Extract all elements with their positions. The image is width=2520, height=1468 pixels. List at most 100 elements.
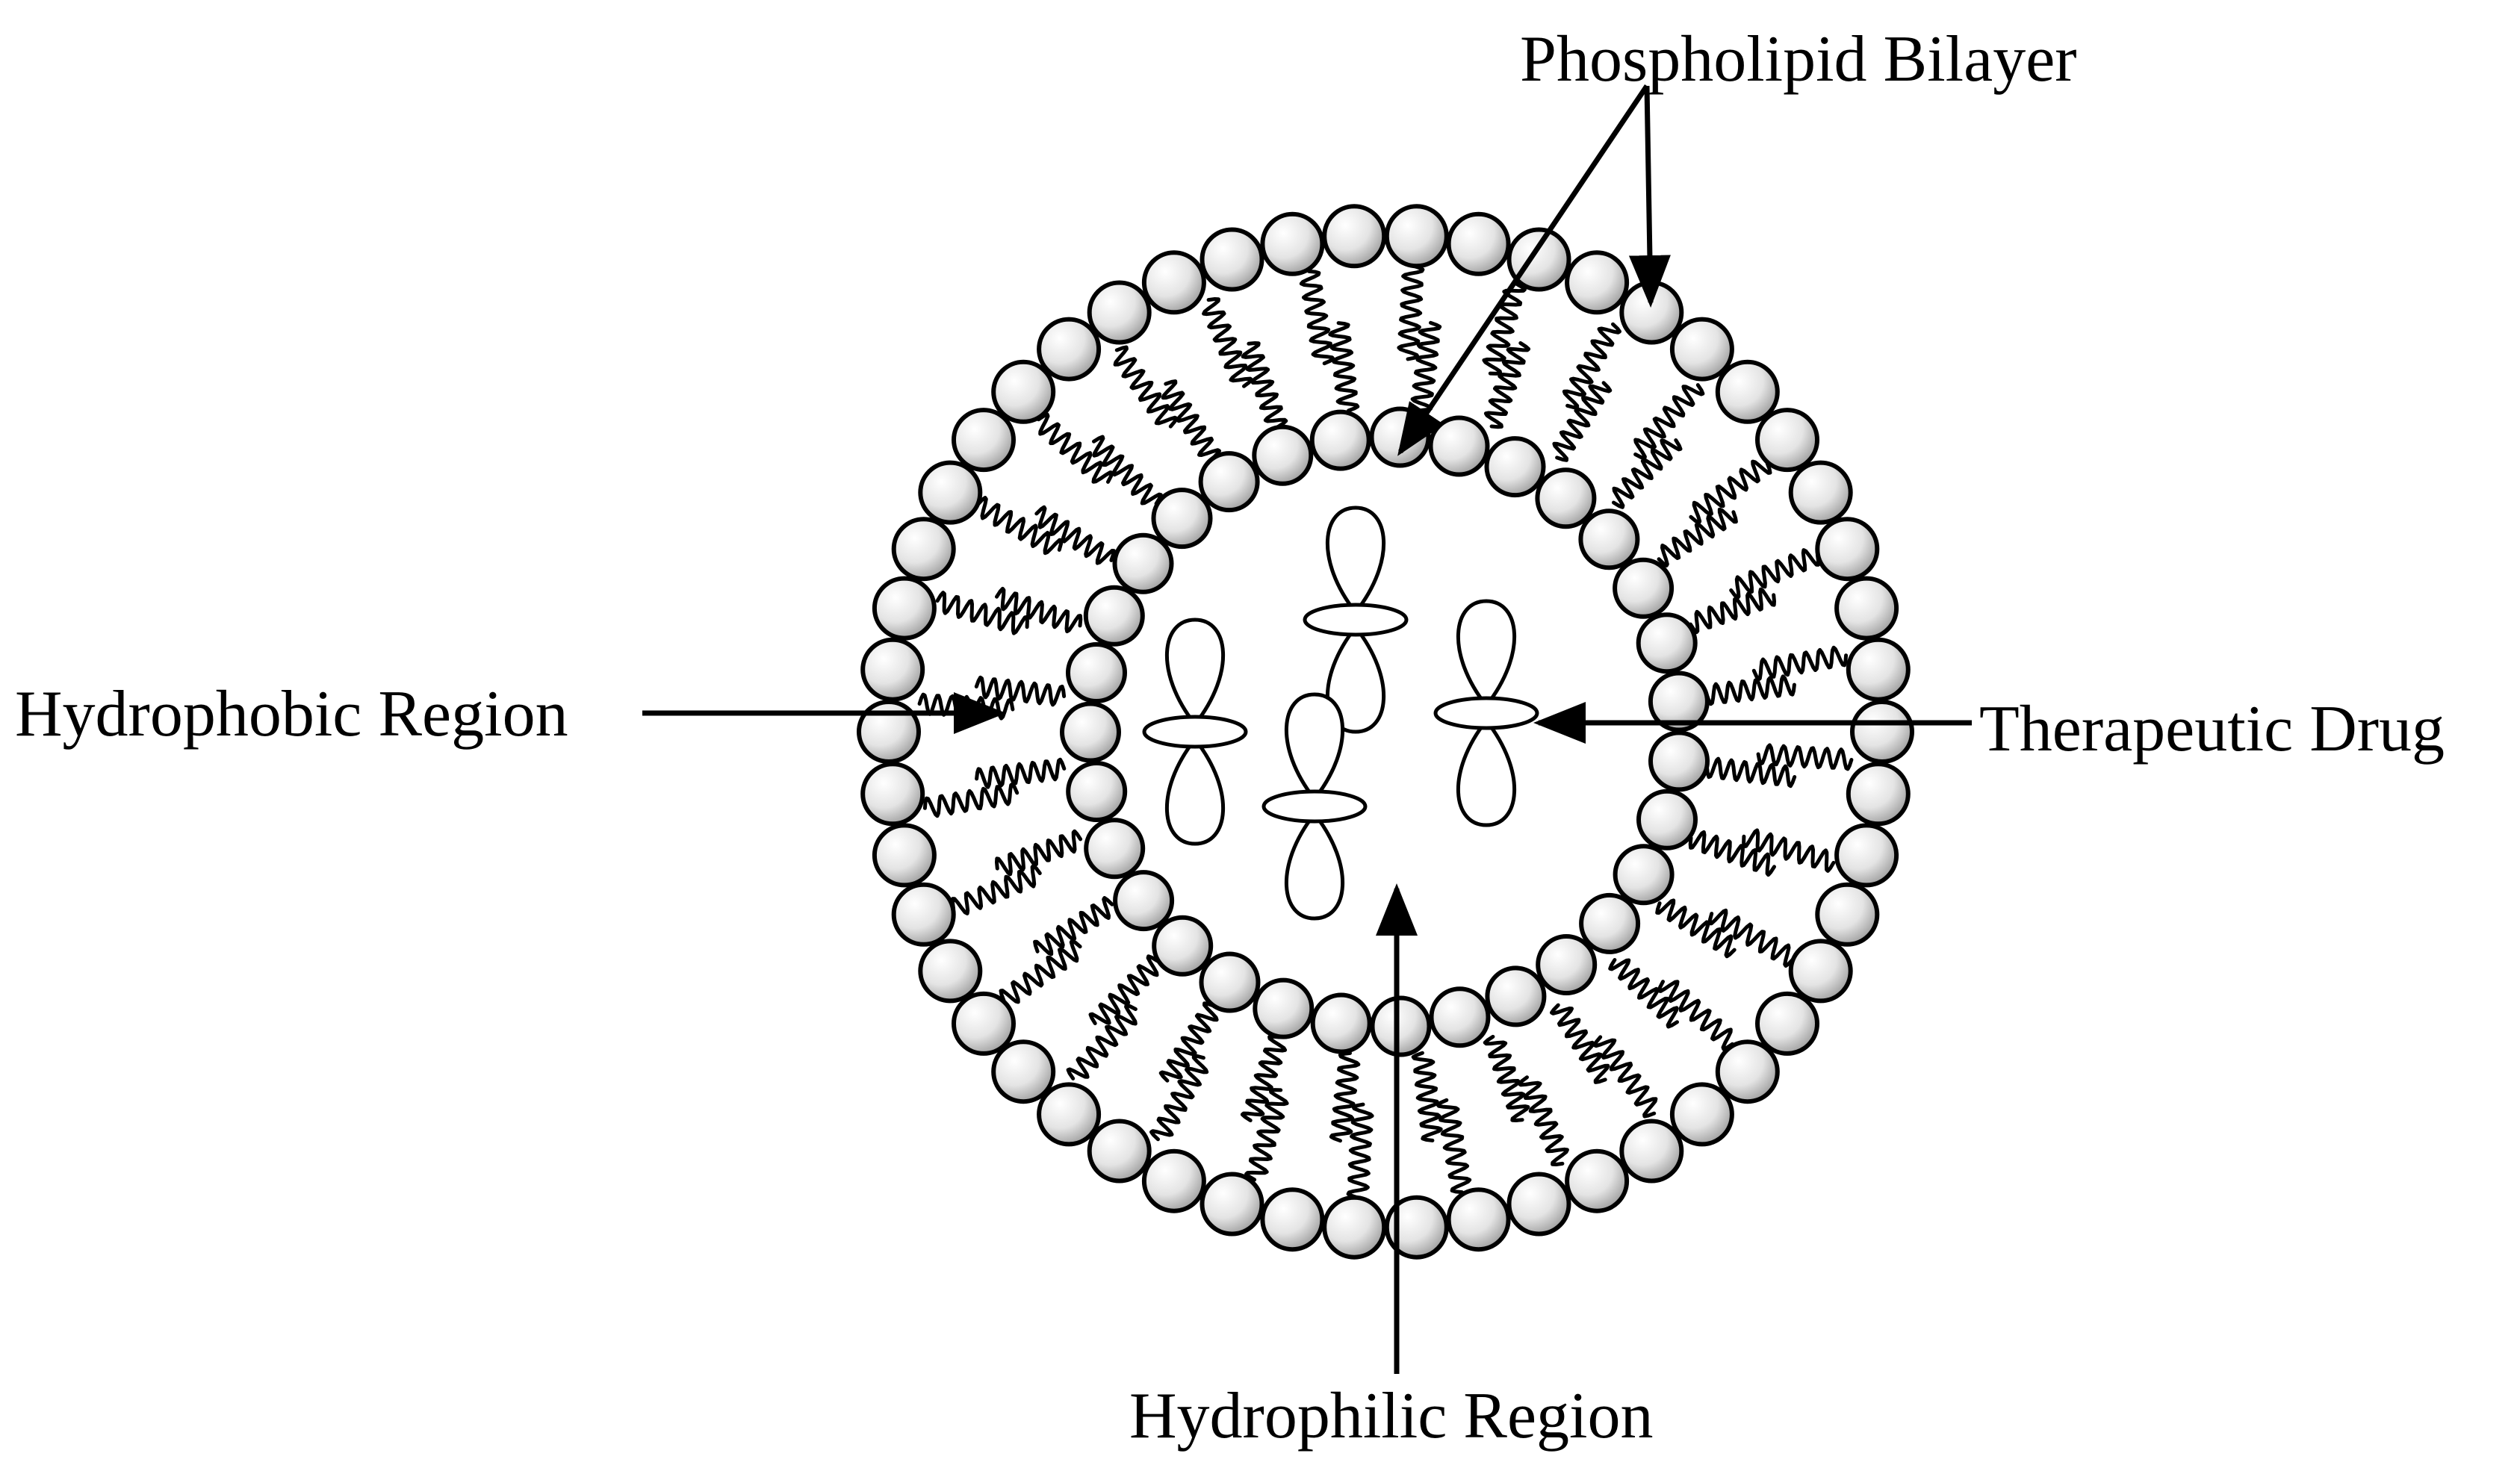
inner-tail <box>1704 674 1796 706</box>
outer-head <box>1037 317 1102 382</box>
outer-head <box>1755 408 1819 473</box>
outer-head <box>1037 1082 1102 1147</box>
inner-head <box>1484 436 1546 498</box>
inner-tail <box>1655 898 1737 959</box>
outer-leaflet-heads <box>857 204 1914 1260</box>
inner-head <box>1579 892 1641 954</box>
label-therapeutic-drug: Therapeutic Drug <box>1979 693 2445 765</box>
inner-tail <box>1612 438 1683 509</box>
outer-head <box>860 762 925 827</box>
hydrophobic-tails <box>917 264 1854 1200</box>
outer-tail <box>1756 743 1854 771</box>
outer-head <box>1200 227 1264 292</box>
outer-tail <box>1202 297 1254 388</box>
outer-tail <box>951 863 1042 915</box>
outer-tail <box>1113 345 1179 429</box>
drug-molecule <box>1303 506 1409 734</box>
inner-head <box>1152 915 1214 977</box>
inner-head <box>1060 701 1121 763</box>
outer-tail <box>1729 548 1820 600</box>
outer-head <box>1619 1119 1684 1184</box>
inner-head <box>1535 467 1597 529</box>
outer-head <box>1755 991 1819 1056</box>
inner-tail <box>1034 505 1116 565</box>
outer-head <box>872 823 937 888</box>
outer-head <box>1669 1082 1734 1147</box>
drug-molecule <box>1433 599 1539 827</box>
inner-head <box>1309 409 1371 471</box>
label-hydrophilic-region: Hydrophilic Region <box>1129 1380 1653 1452</box>
inner-head <box>1429 986 1491 1048</box>
inner-tail <box>1688 587 1776 635</box>
outer-head <box>1850 700 1914 764</box>
outer-tail <box>999 939 1082 1004</box>
inner-head <box>1252 424 1314 486</box>
inner-head <box>1636 789 1698 850</box>
outer-head <box>1087 1119 1152 1184</box>
outer-tail <box>1346 1102 1374 1200</box>
outer-head <box>1260 211 1325 276</box>
outer-tail <box>975 496 1064 556</box>
drug-molecule <box>1142 618 1248 846</box>
outer-tail <box>1482 282 1527 376</box>
outer-head <box>1200 1172 1264 1237</box>
outer-head <box>1260 1187 1325 1252</box>
outer-head <box>1141 1148 1206 1213</box>
inner-head <box>1310 992 1372 1054</box>
outer-head <box>1322 204 1387 269</box>
outer-tail <box>1657 980 1734 1051</box>
leader-lines <box>642 84 1972 1374</box>
inner-tail <box>1328 321 1360 413</box>
inner-leaflet-heads <box>1060 406 1710 1057</box>
outer-head <box>891 882 956 947</box>
outer-head <box>952 991 1016 1056</box>
inner-tail <box>1411 1051 1443 1142</box>
phospholipid-arrow-outer <box>1628 85 1671 308</box>
outer-head <box>1834 576 1899 641</box>
outer-head <box>1669 317 1734 382</box>
inner-head <box>1253 977 1315 1039</box>
outer-tail <box>1436 1098 1472 1195</box>
inner-tail <box>1552 381 1613 462</box>
outer-head <box>1715 359 1780 424</box>
label-hydrophobic-region: Hydrophobic Region <box>15 678 568 750</box>
outer-head <box>1322 1195 1387 1260</box>
inner-head <box>1370 995 1432 1057</box>
inner-tail <box>995 586 1083 634</box>
inner-head <box>1113 870 1175 932</box>
inner-tail <box>1158 1001 1219 1083</box>
outer-head <box>1141 250 1206 315</box>
outer-tail <box>1037 412 1114 484</box>
outer-tail <box>1742 828 1836 873</box>
inner-tail <box>1657 507 1738 567</box>
inner-tail <box>1088 954 1159 1025</box>
inner-tail <box>1241 341 1288 429</box>
outer-head <box>1815 882 1880 947</box>
outer-tail <box>1517 1075 1569 1166</box>
outer-tail <box>1707 908 1796 968</box>
outer-head <box>872 576 937 641</box>
outer-head <box>1565 1148 1630 1213</box>
inner-head <box>1648 671 1710 733</box>
inner-tail <box>1092 435 1163 506</box>
inner-tail <box>1329 1051 1361 1143</box>
drug-molecule <box>1261 692 1368 921</box>
inner-head <box>1648 730 1710 792</box>
inner-tail <box>1688 830 1776 877</box>
inner-head <box>1613 557 1675 619</box>
inner-head <box>1084 818 1146 880</box>
inner-tail <box>974 675 1067 707</box>
outer-head <box>1565 250 1630 315</box>
phospholipid-arrow-inner <box>1397 84 1649 456</box>
inner-head <box>1198 451 1260 513</box>
inner-tail <box>995 829 1083 877</box>
outer-head <box>1715 1039 1780 1104</box>
outer-head <box>860 637 925 702</box>
inner-tail <box>1240 1034 1288 1122</box>
inner-head <box>1369 406 1431 468</box>
outer-tail <box>935 591 1029 635</box>
outer-tail <box>1751 645 1849 682</box>
outer-head <box>918 939 983 1004</box>
outer-head <box>1384 1195 1449 1260</box>
